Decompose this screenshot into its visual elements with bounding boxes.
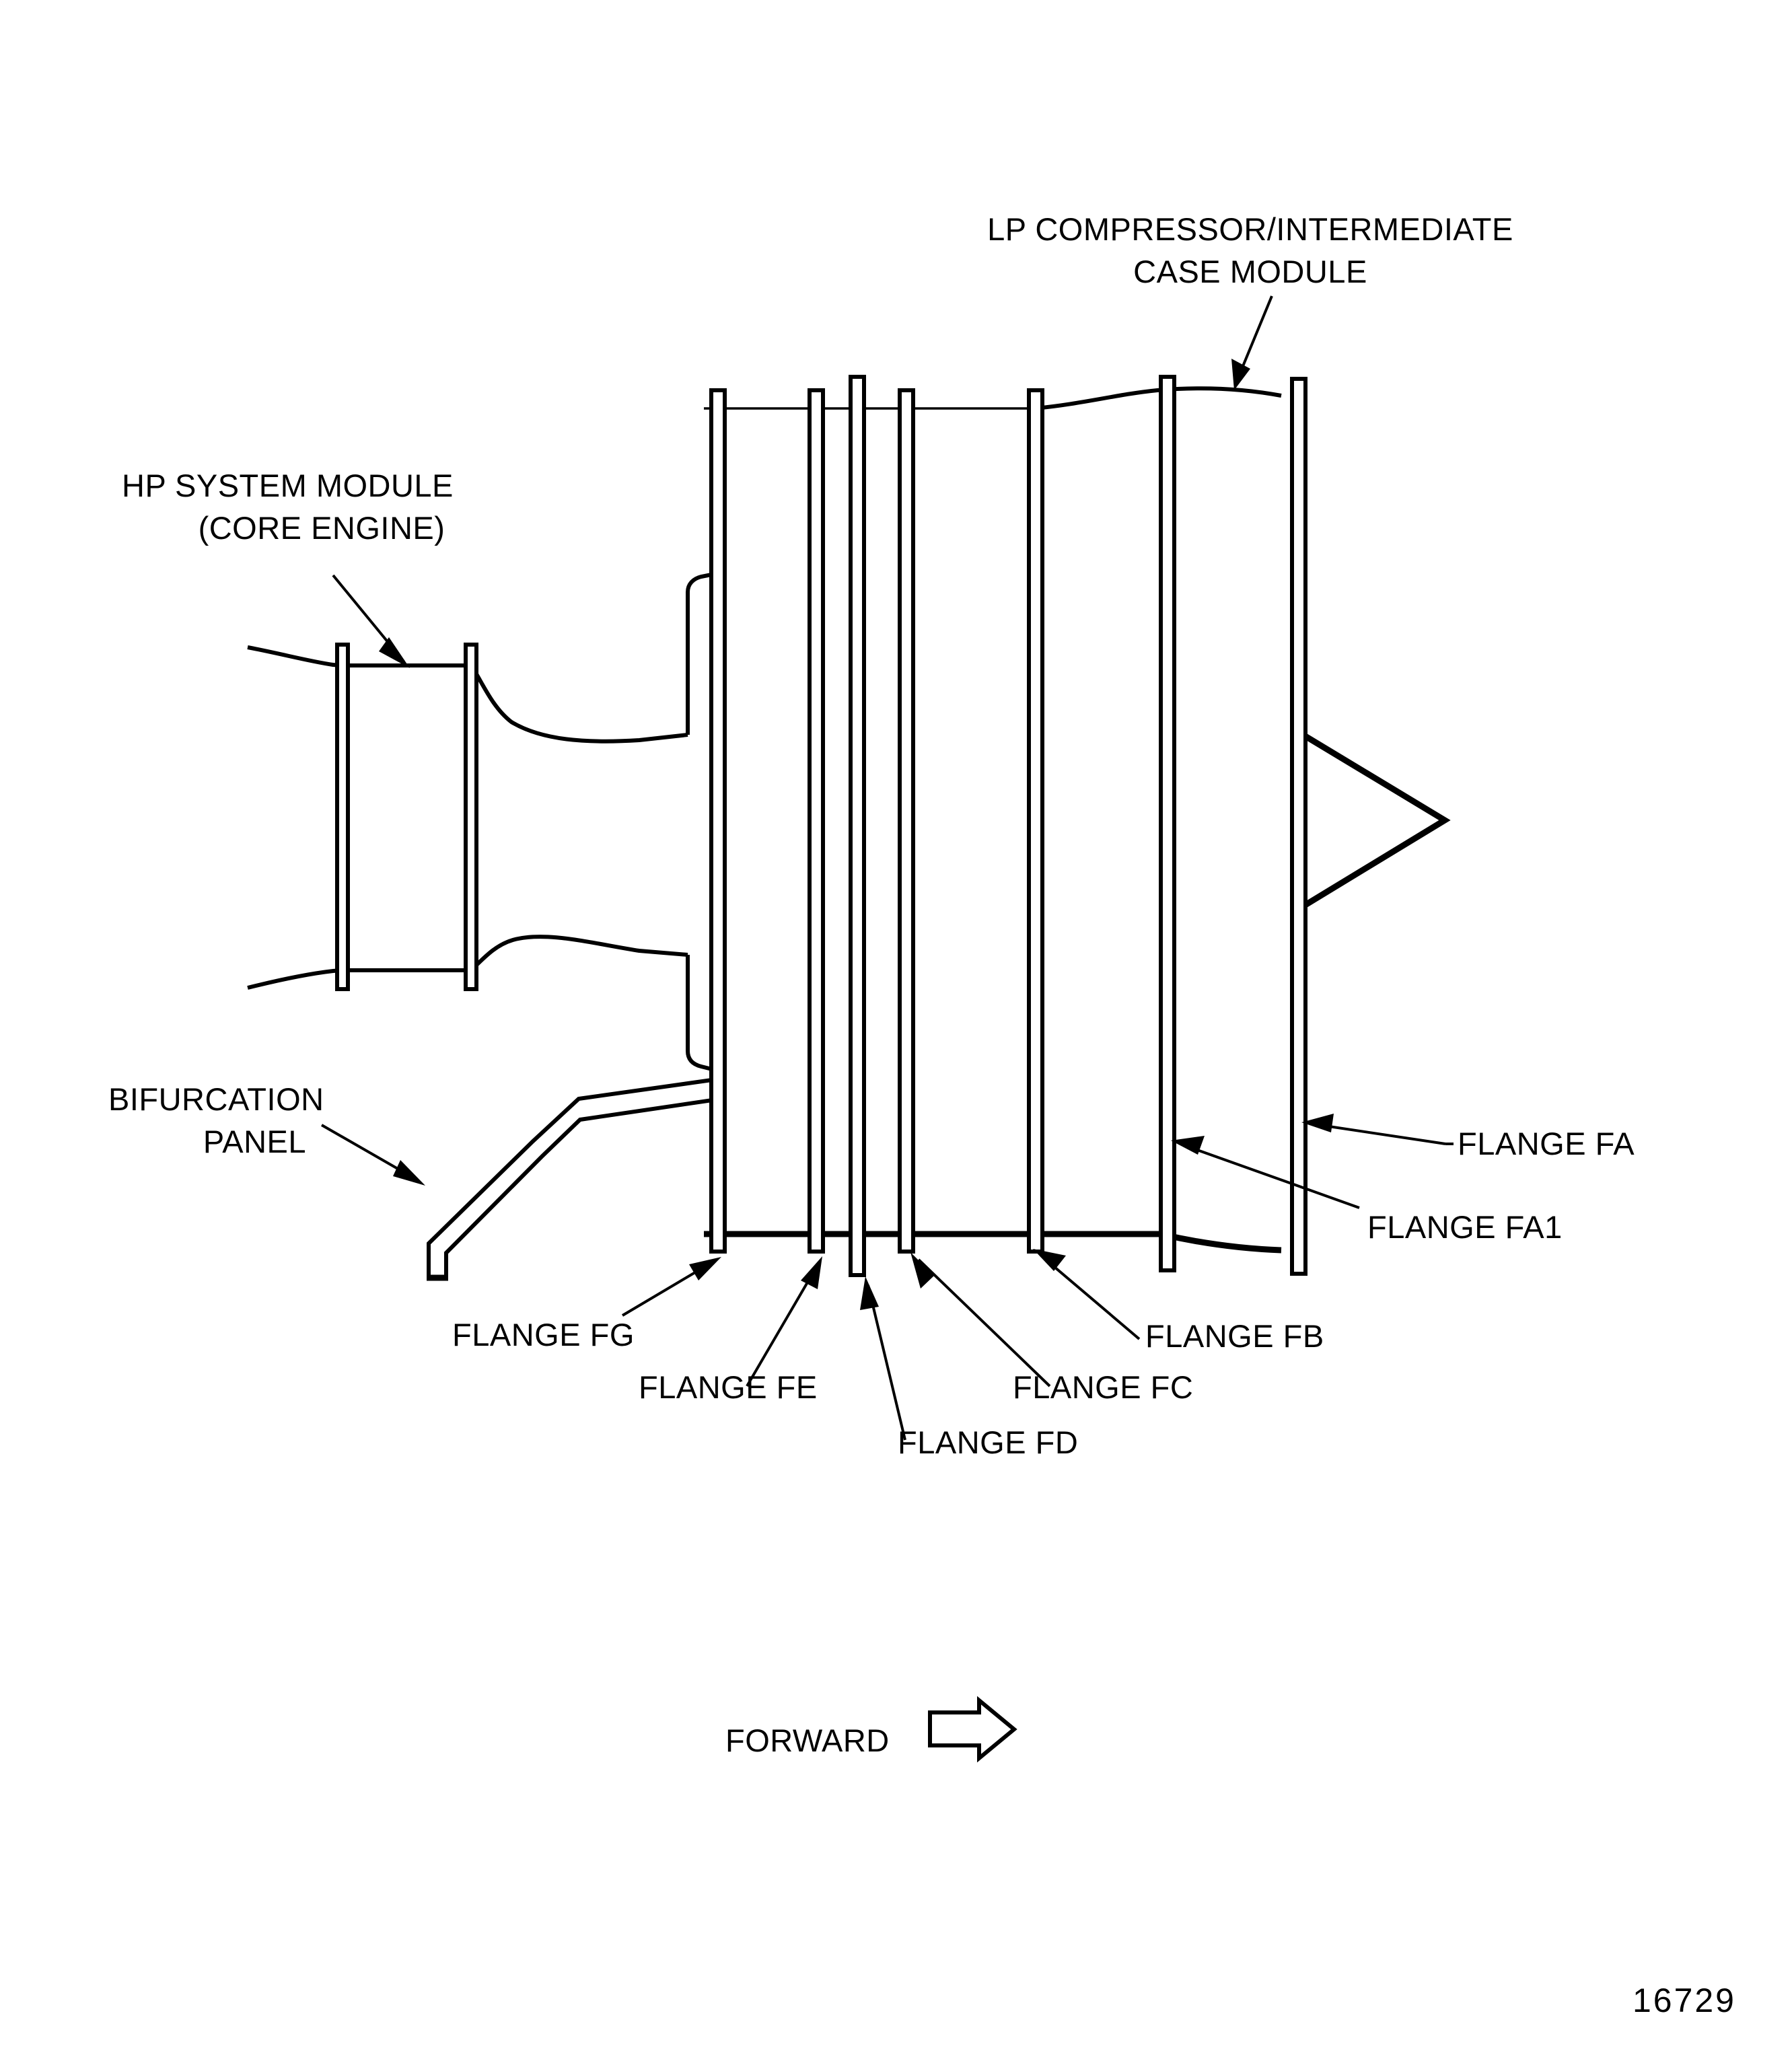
case-lower-shoulder <box>686 955 721 1073</box>
arrowhead-flange-fe <box>801 1256 822 1289</box>
leader-flange-fc <box>910 1252 1051 1387</box>
arrowhead-flange-fb <box>1033 1249 1066 1271</box>
hp-core-engine-body <box>247 643 688 991</box>
core-upper-right-contour <box>469 664 688 744</box>
bifurcation-panel <box>427 1077 722 1281</box>
arrowhead-bifurcation-panel <box>393 1160 425 1186</box>
bifurcation-panel-lower-edge <box>444 1097 722 1278</box>
core-lower-right-contour <box>469 935 688 972</box>
label-bifurcation-line2: PANEL <box>203 1124 306 1159</box>
leader-line-flange-fa <box>1310 1122 1446 1145</box>
leader-flange-fg <box>621 1257 721 1317</box>
flange-ring-fe <box>808 388 825 1254</box>
leader-flange-fa1 <box>1171 1136 1360 1209</box>
flange-ring-fc <box>898 388 915 1254</box>
leader-flange-fe <box>746 1256 822 1387</box>
arrowhead-flange-fa1 <box>1171 1136 1205 1155</box>
label-flange-fa: FLANGE FA <box>1458 1126 1635 1161</box>
leader-hp-system <box>332 574 410 668</box>
flange-ring-fg <box>709 388 727 1254</box>
right-arrow-outline-icon <box>928 1696 1017 1763</box>
leader-flange-fb <box>1033 1249 1141 1340</box>
flange-ring-fa1 <box>1159 375 1176 1272</box>
leader-line-flange-fb <box>1040 1254 1141 1340</box>
label-flange-fa1: FLANGE FA1 <box>1367 1209 1563 1245</box>
core-upper-left-contour <box>247 645 343 667</box>
figure-number: 16729 <box>1633 1982 1736 2019</box>
leader-line-flange-fa1 <box>1180 1143 1360 1209</box>
cone-profile <box>1302 733 1451 908</box>
case-top-curve-aft <box>1034 386 1282 410</box>
forward-direction-indicator: FORWARD <box>725 1696 1017 1763</box>
arrowhead-flange-fa <box>1301 1114 1334 1132</box>
flange-ring-fd <box>849 375 866 1277</box>
intermediate-case-transition <box>686 571 722 1073</box>
label-hp-system-line2: (CORE ENGINE) <box>199 510 445 546</box>
label-flange-fb: FLANGE FB <box>1145 1318 1324 1354</box>
leader-line-flange-fd <box>867 1285 906 1441</box>
leader-bifurcation-panel <box>321 1124 425 1186</box>
core-lower-left-contour <box>247 968 343 990</box>
aft-cone-nozzle <box>1302 733 1451 908</box>
leader-line-flange-fe <box>746 1264 819 1387</box>
core-flange-ring-right <box>464 643 478 991</box>
leader-lp-compressor <box>1231 295 1273 390</box>
arrowhead-flange-fd <box>860 1276 879 1310</box>
arrowhead-lp-compressor <box>1231 359 1250 390</box>
label-bifurcation-line1: BIFURCATION <box>108 1081 324 1117</box>
arrowhead-flange-fc <box>910 1252 934 1289</box>
leader-flange-fd <box>860 1276 906 1441</box>
flange-ring-fa <box>1290 377 1307 1276</box>
case-flange-rings <box>709 375 1307 1277</box>
flange-ring-fb <box>1027 388 1044 1254</box>
label-flange-fe: FLANGE FE <box>639 1369 818 1405</box>
forward-label: FORWARD <box>725 1723 890 1758</box>
label-flange-fg: FLANGE FG <box>452 1317 635 1352</box>
label-hp-system-line1: HP SYSTEM MODULE <box>122 468 454 503</box>
label-lp-compressor-line2: CASE MODULE <box>1133 254 1367 289</box>
leader-flange-fa <box>1301 1114 1454 1145</box>
leader-line-flange-fc <box>917 1258 1051 1387</box>
label-flange-fc: FLANGE FC <box>1013 1369 1193 1405</box>
arrowhead-flange-fg <box>689 1257 721 1280</box>
bifurcation-panel-upper-edge <box>427 1077 722 1278</box>
core-flange-ring-left <box>335 643 350 991</box>
label-flange-fd: FLANGE FD <box>898 1424 1078 1460</box>
arrowhead-hp-system <box>379 637 410 668</box>
label-lp-compressor-line1: LP COMPRESSOR/INTERMEDIATE <box>987 211 1513 247</box>
case-upper-shoulder <box>686 571 722 735</box>
